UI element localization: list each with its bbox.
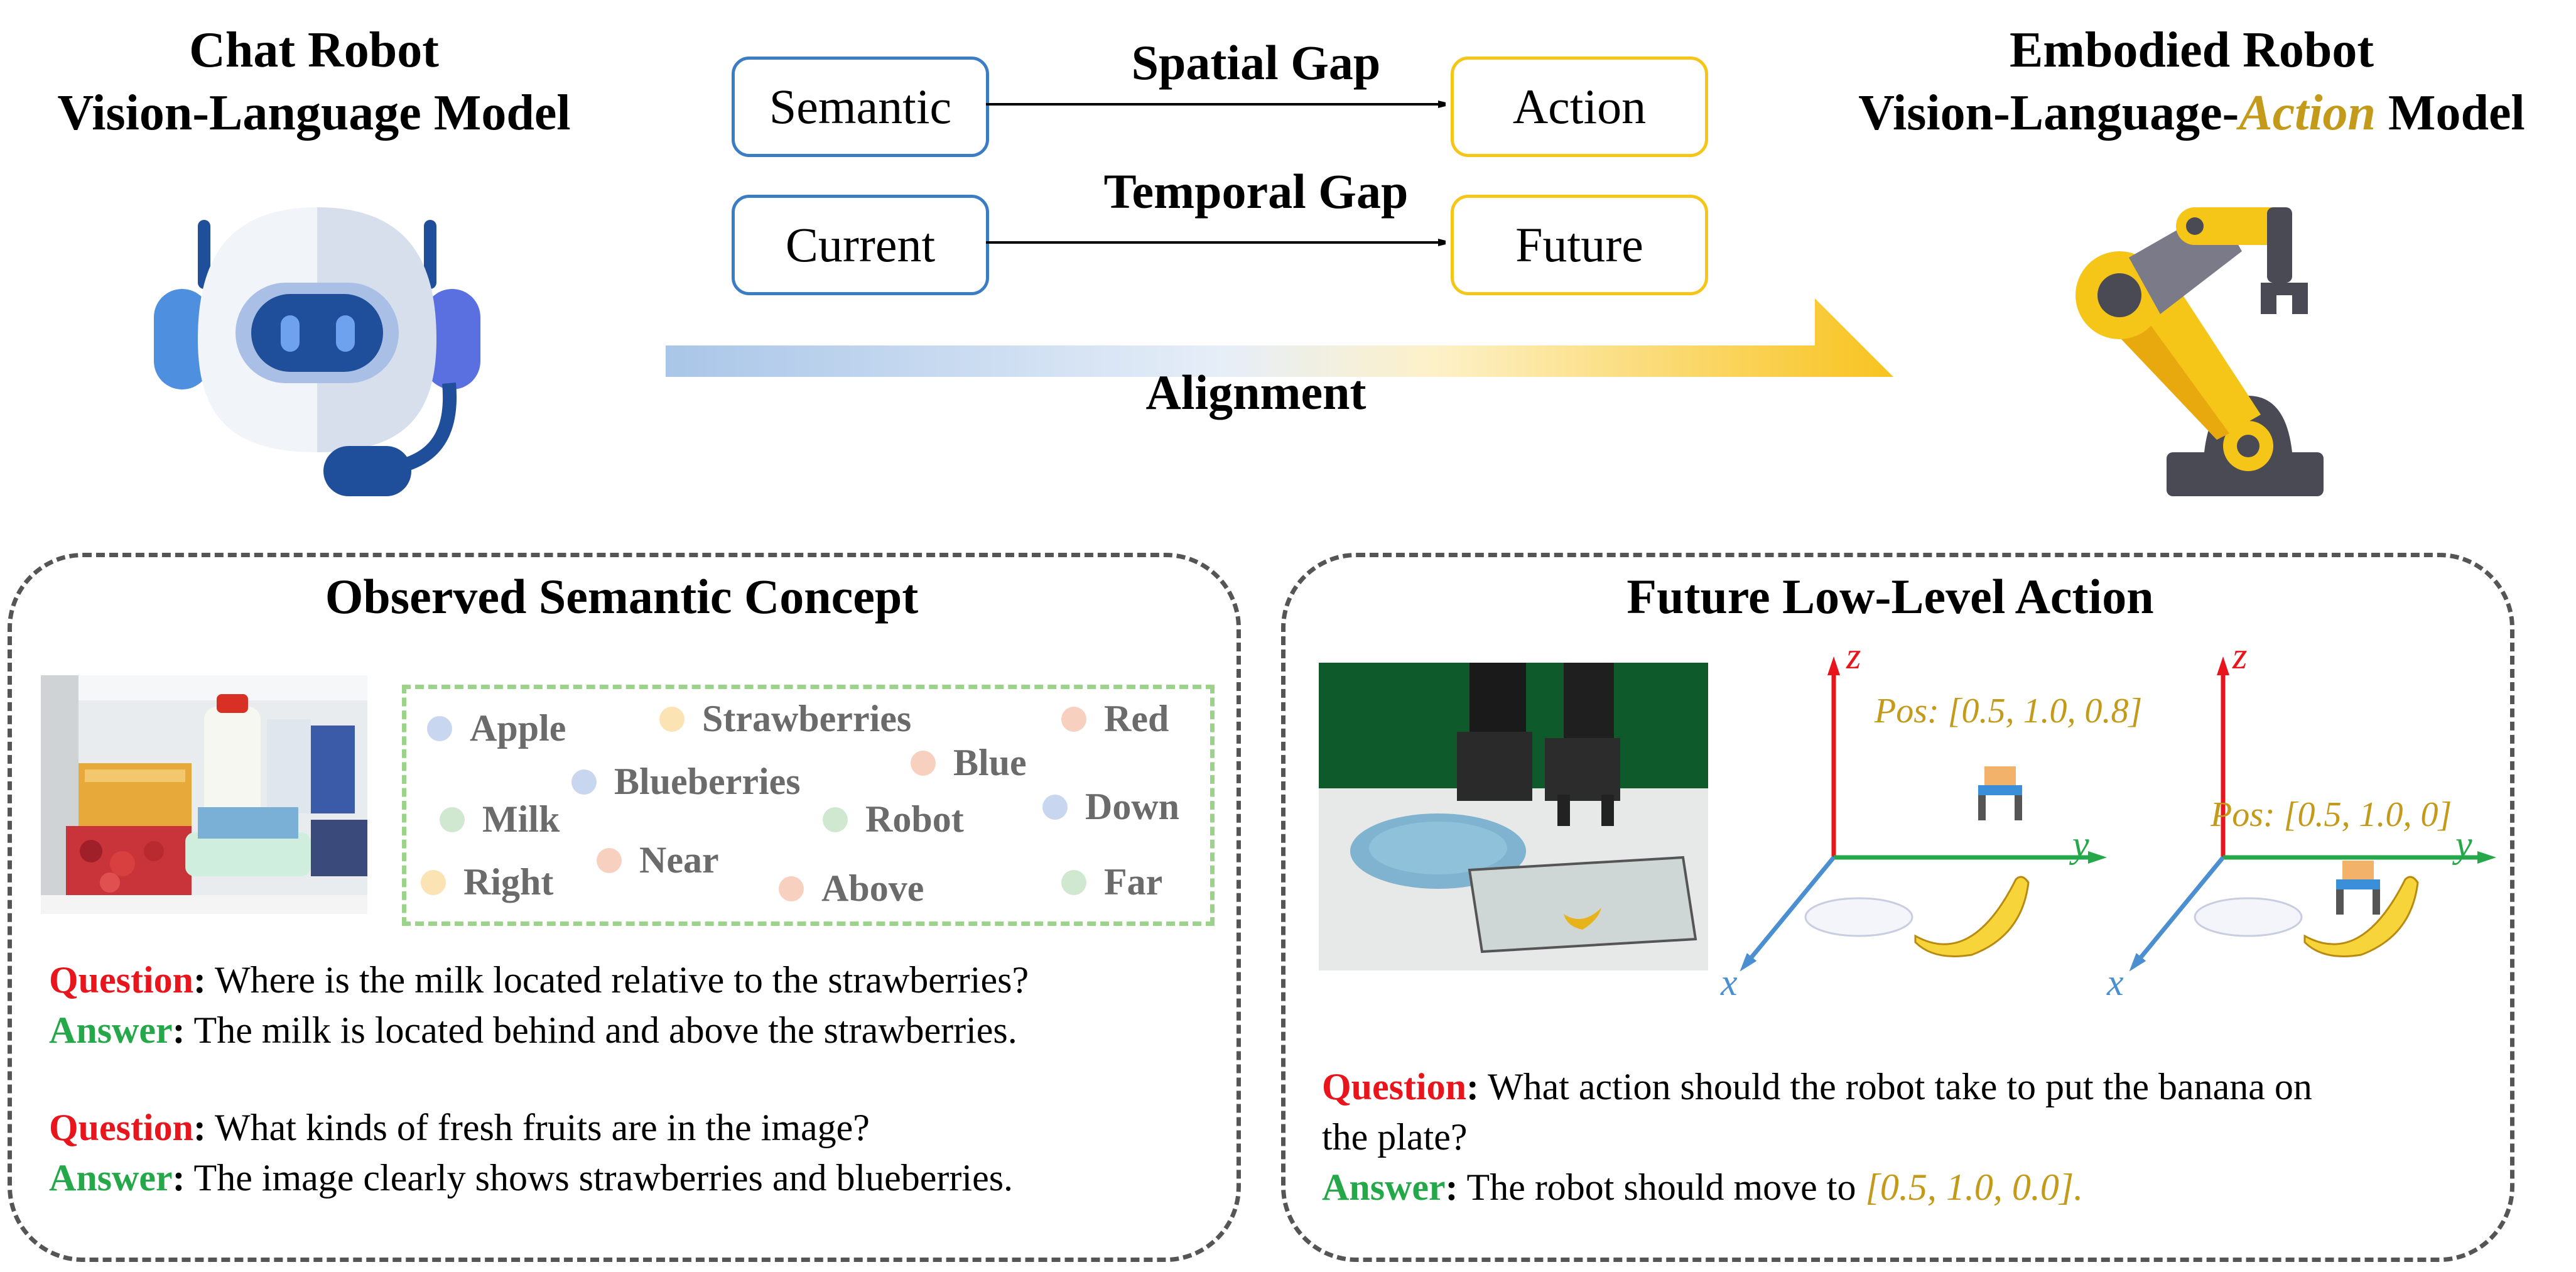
left-question-1: Question: Where is the milk located rela… bbox=[49, 959, 1029, 1001]
alignment-arrow bbox=[666, 298, 1893, 377]
axis-label-x-1: x bbox=[1721, 962, 1738, 1003]
chat-robot-icon bbox=[154, 207, 480, 496]
robot-arm-icon bbox=[2075, 207, 2324, 496]
right-header: Embodied Robot Vision-Language-Action Mo… bbox=[1815, 19, 2568, 144]
word-blue: Blue bbox=[911, 741, 1027, 785]
right-question: Question: What action should the robot t… bbox=[1322, 1066, 2312, 1107]
gripper-icon-high bbox=[1978, 766, 2022, 820]
right-header-line2: Vision-Language-Action Model bbox=[1858, 85, 2525, 141]
word-right: Right bbox=[421, 861, 553, 904]
gap-arrows bbox=[666, 0, 1893, 377]
left-header-line2: Vision-Language Model bbox=[57, 85, 571, 141]
axis-label-y-1: y bbox=[2072, 824, 2089, 865]
right-answer: Answer: The robot should move to [0.5, 1… bbox=[1322, 1166, 2084, 1208]
axis-label-z-1: z bbox=[1846, 635, 1861, 677]
action-box: Action bbox=[1451, 57, 1708, 157]
pos-label-low: Pos: [0.5, 1.0, 0] bbox=[2211, 795, 2452, 834]
gripper-icon-low bbox=[2336, 861, 2380, 915]
temporal-gap-label: Temporal Gap bbox=[1103, 164, 1409, 219]
word-blueberries: Blueberries bbox=[571, 760, 801, 803]
left-panel bbox=[8, 553, 1241, 1262]
left-header: Chat Robot Vision-Language Model bbox=[13, 19, 615, 144]
alignment-label: Alignment bbox=[1145, 365, 1366, 420]
left-panel-title: Observed Semantic Concept bbox=[325, 569, 919, 624]
word-robot: Robot bbox=[823, 798, 964, 841]
left-header-line1: Chat Robot bbox=[189, 23, 439, 78]
word-red: Red bbox=[1061, 697, 1169, 741]
pos-label-high: Pos: [0.5, 1.0, 0.8] bbox=[1875, 692, 2143, 731]
future-box: Future bbox=[1451, 195, 1708, 295]
answer-action-value: [0.5, 1.0, 0.0]. bbox=[1865, 1166, 2084, 1208]
semantic-word-cloud bbox=[402, 685, 1215, 926]
action-axes-diagram bbox=[1740, 656, 2496, 972]
fridge-photo bbox=[41, 675, 367, 914]
right-panel-title: Future Low-Level Action bbox=[1626, 569, 2154, 624]
robot-scene-photo bbox=[1319, 663, 1708, 970]
word-far: Far bbox=[1061, 861, 1162, 904]
axis-label-z-2: z bbox=[2232, 635, 2248, 677]
axis-label-x-2: x bbox=[2107, 962, 2124, 1003]
left-question-2: Question: What kinds of fresh fruits are… bbox=[49, 1107, 870, 1148]
right-qa: Question: What action should the robot t… bbox=[1322, 1062, 2484, 1212]
word-near: Near bbox=[597, 839, 719, 882]
left-qa-1: Question: Where is the milk located rela… bbox=[49, 955, 1217, 1055]
word-milk: Milk bbox=[440, 798, 560, 841]
action-highlight: Action bbox=[2239, 85, 2376, 141]
left-answer-1: Answer: The milk is located behind and a… bbox=[49, 1009, 1017, 1051]
axis-label-y-2: y bbox=[2455, 824, 2472, 865]
right-question-cont: the plate? bbox=[1322, 1116, 1468, 1158]
word-apple: Apple bbox=[427, 707, 566, 750]
word-strawberries: Strawberries bbox=[659, 697, 911, 741]
word-above: Above bbox=[779, 867, 924, 910]
right-header-line1: Embodied Robot bbox=[2009, 23, 2374, 78]
spatial-gap-label: Spatial Gap bbox=[1131, 35, 1381, 90]
left-qa-2: Question: What kinds of fresh fruits are… bbox=[49, 1102, 1217, 1203]
semantic-box: Semantic bbox=[732, 57, 989, 157]
left-answer-2: Answer: The image clearly shows strawber… bbox=[49, 1157, 1014, 1199]
current-box: Current bbox=[732, 195, 989, 295]
word-down: Down bbox=[1042, 785, 1179, 829]
right-panel bbox=[1281, 553, 2514, 1262]
